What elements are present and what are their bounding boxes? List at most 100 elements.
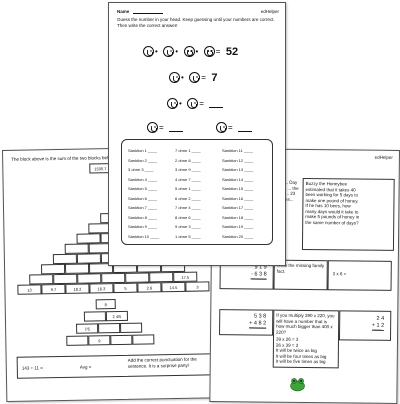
pyramid-brick[interactable] [101, 272, 126, 284]
practice-cell[interactable]: 1 ohne 5 ____ [175, 233, 201, 239]
practice-cell[interactable]: Sanktion 16 ____ [222, 195, 254, 201]
front-brand: edHelper [260, 9, 279, 14]
practice-cell[interactable]: Sanktion 5 ____ [128, 186, 157, 191]
practice-cell[interactable]: Sanktion 12 ____ [222, 157, 254, 163]
name-label: Name [117, 9, 130, 14]
smiley-face-icon [169, 72, 180, 84]
pyramid-brick[interactable] [125, 272, 150, 283]
practice-cell[interactable]: Sanktion 19 ____ [222, 224, 254, 229]
mini-base-value: 9 [98, 338, 101, 344]
practice-cell[interactable]: 5 ohne 1 ____ [175, 186, 201, 191]
mini-pyramid-top: 8 [95, 299, 116, 310]
worksheet-review-page: edHelper I didn't have 10 ... Day and he… [209, 148, 400, 404]
multiply-option-5: It will be five times as big [275, 358, 326, 365]
right-brand: edHelper [374, 154, 393, 160]
practice-cell[interactable]: Sanktion 10 ____ [128, 233, 160, 239]
pyramid-brick[interactable] [52, 253, 77, 265]
practice-row: Sanktion 5 ____ 5 ohne 1 ____ Sanktion 15 … [128, 184, 268, 194]
pyramid-brick[interactable]: 14.5 [161, 281, 186, 293]
pyramid-brick[interactable] [149, 272, 174, 283]
fact-equation: 3 x 6 = [332, 271, 347, 277]
fraction-top: 2 4 [376, 315, 385, 322]
pyramid-brick[interactable]: 9.7 [41, 283, 66, 295]
subtraction-bottom: - 6 3 8 [251, 271, 267, 280]
smiley-face-icon [216, 122, 228, 134]
practice-cell[interactable]: 8 ohne 6 ____ [175, 214, 201, 220]
practice-cell[interactable]: 7 ohne 4 ____ [175, 205, 201, 210]
pyramid-brick[interactable] [41, 263, 66, 275]
practice-cell[interactable]: Sanktion 9 ____ [128, 224, 157, 229]
practice-cell[interactable]: Sanktion 2 ____ [128, 157, 157, 163]
practice-row: Sanktion 8 ____ 8 ohne 6 ____ Sanktion 18 … [128, 213, 268, 223]
smiley-face-icon [143, 46, 154, 58]
smiley-face-icon [187, 98, 199, 110]
multiply-box: If you multiply 390 x 220, you will have… [272, 309, 340, 369]
honeybee-problem-box: Buzzy the Honeybee estimated that it tak… [301, 177, 395, 251]
practice-cell[interactable]: 9 ohne 3 ____ [175, 224, 201, 229]
addition-top: 5 3 8 [253, 313, 267, 320]
answer-blank[interactable] [209, 99, 224, 109]
practice-row: Sanktion 1 ____ 7 ohne 1 ____ Sanktion 11 … [128, 146, 268, 156]
pyramid-brick[interactable]: 17.5 [173, 271, 198, 283]
practice-cell[interactable]: Sanktion 4 ____ [128, 176, 157, 182]
practice-cell[interactable]: Sanktion 8 ____ [128, 214, 157, 220]
practice-cell[interactable]: Sanktion 11 ____ [222, 148, 253, 153]
practice-table: Sanktion 1 ____ 7 ohne 1 ____ Sanktion 11 … [121, 139, 273, 245]
mini-pyramid-mid-left [83, 311, 107, 322]
pyramid-brick[interactable] [76, 233, 101, 244]
answer-blank[interactable] [238, 123, 253, 133]
pyramid-brick[interactable] [53, 273, 78, 285]
fraction-box: 2 4 + 1 2 [338, 310, 392, 341]
practice-cell[interactable]: Sanktion 18 ____ [222, 214, 254, 220]
practice-cell[interactable]: Sanktion 15 ____ [222, 186, 254, 191]
pyramid-brick[interactable]: 5 [113, 282, 138, 294]
footer-note: Add the correct punctuation for the sent… [127, 356, 197, 369]
mini-pyramid-low-right [120, 322, 143, 333]
smiley-face-icon [167, 98, 178, 110]
emoji-equation-3: • = [167, 95, 224, 113]
practice-cell[interactable]: Sanktion 17 ____ [222, 205, 254, 210]
pyramid-top-value: 1500.7 [94, 166, 107, 172]
name-line [133, 13, 163, 14]
pyramid-brick[interactable] [64, 263, 90, 274]
addition-bottom: + 4 8 2 [249, 320, 267, 329]
practice-cell[interactable]: Sanktion 1 ____ [128, 148, 157, 153]
practice-cell[interactable]: Sanktion 6 ____ [128, 195, 157, 201]
practice-cell[interactable]: 3 ohne 3 ____ [128, 167, 154, 172]
pyramid-brick[interactable]: 13 [17, 284, 42, 295]
footer-equation: 143 ÷ 11 = [21, 365, 43, 371]
practice-row: Sanktion 6 ____ 6 ohne 2 ____ Sanktion 16 … [128, 194, 268, 204]
practice-cell[interactable]: Sanktion 14 ____ [222, 176, 254, 182]
practice-cell[interactable]: 2 ohne 8 ____ [175, 157, 201, 163]
pyramid-brick[interactable]: 2.6 [137, 282, 162, 293]
equation-1-result: 52 [225, 45, 239, 58]
addition-box: 5 3 8 + 4 8 2 [219, 309, 274, 336]
emoji-equation-1: • • • = 52 [143, 43, 238, 61]
practice-cell[interactable]: 7 ohne 1 ____ [175, 148, 201, 153]
pyramid-brick[interactable]: 3 [185, 281, 210, 292]
emoji-equation-2: • = 7 [169, 69, 218, 87]
pyramid-brick[interactable] [77, 273, 102, 284]
mini-pyramid-base-1: 9 [88, 335, 111, 346]
practice-cell[interactable]: 6 ohne 2 ____ [175, 195, 201, 201]
equation-2-result: 7 [211, 71, 218, 84]
pyramid-brick[interactable]: 18.2 [65, 283, 90, 294]
smiley-face-icon [147, 122, 158, 134]
practice-cell[interactable]: Sanktion 13 ____ [222, 167, 254, 172]
practice-cell[interactable]: Sanktion 7 ____ [128, 205, 157, 210]
pyramid-brick[interactable] [29, 274, 54, 285]
practice-cell[interactable]: Sanktion 20 ____ [222, 233, 254, 239]
pyramid-brick[interactable] [64, 243, 89, 254]
answer-blank[interactable] [169, 123, 184, 133]
practice-cell[interactable]: 4 ohne 7 ____ [175, 176, 201, 182]
pyramid-brick[interactable] [76, 253, 101, 264]
pyramid-brick[interactable]: 16.3 [89, 283, 114, 294]
smiley-face-icon [163, 46, 175, 58]
practice-rows: Sanktion 1 ____ 7 ohne 1 ____ Sanktion 11 … [128, 146, 268, 241]
mini-pyramid-low-mid [98, 322, 121, 334]
practice-row: Sanktion 10 ____ 1 ohne 5 ____ Sanktion 20… [128, 232, 268, 242]
practice-cell[interactable]: 3 ohne 9 ____ [175, 167, 201, 172]
worksheet-emoji-puzzle-page: Name edHelper Guess the number in your h… [108, 2, 286, 266]
emoji-equation-4: = = [147, 119, 253, 137]
pyramid-footer-box: 143 ÷ 11 = Avg = Add the correct punctua… [16, 353, 217, 379]
